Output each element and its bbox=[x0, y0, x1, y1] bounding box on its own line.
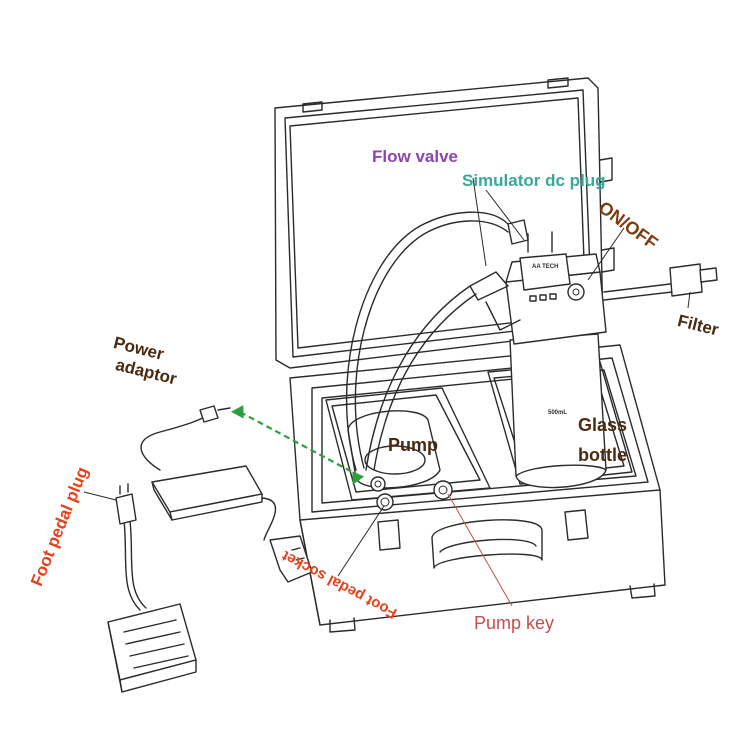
foot-pedal-drawing bbox=[107, 483, 197, 693]
flow-valve-label: Flow valve bbox=[372, 147, 458, 166]
connection-arrow bbox=[230, 405, 365, 485]
pump-label: Pump bbox=[388, 435, 439, 455]
on-off-leader bbox=[587, 227, 625, 281]
simulator-dc-plug-label: Simulator dc plug bbox=[462, 171, 606, 190]
flow-valve-leader bbox=[472, 177, 487, 267]
bottle-volume-text: 500mL bbox=[548, 410, 567, 416]
power-socket-drawing bbox=[370, 476, 386, 492]
pump-key-leader bbox=[447, 493, 513, 607]
filter-leader bbox=[687, 291, 691, 309]
tubing bbox=[345, 211, 521, 471]
pump-key-drawing bbox=[433, 480, 453, 500]
foot-pedal-socket-drawing bbox=[376, 493, 394, 511]
on-off-button-drawing bbox=[567, 283, 585, 301]
foot-pedal-plug-leader bbox=[83, 491, 117, 501]
glass-bottle-drawing: 500mL bbox=[509, 333, 607, 489]
leader-lines bbox=[83, 177, 691, 607]
glass-bottle-label-line1: Glass bbox=[578, 415, 628, 435]
glass-bottle-label-line2: bottle bbox=[578, 445, 627, 465]
filter-drawing bbox=[603, 263, 718, 301]
controller-unit: AA TECH bbox=[505, 219, 607, 345]
pump-unit bbox=[347, 410, 441, 489]
foot-pedal-socket-leader bbox=[337, 505, 385, 577]
pump-key-label: Pump key bbox=[474, 613, 555, 633]
power-adaptor-drawing bbox=[140, 405, 313, 583]
controller-brand-text: AA TECH bbox=[532, 264, 558, 270]
dc-plug-leader bbox=[485, 189, 525, 241]
